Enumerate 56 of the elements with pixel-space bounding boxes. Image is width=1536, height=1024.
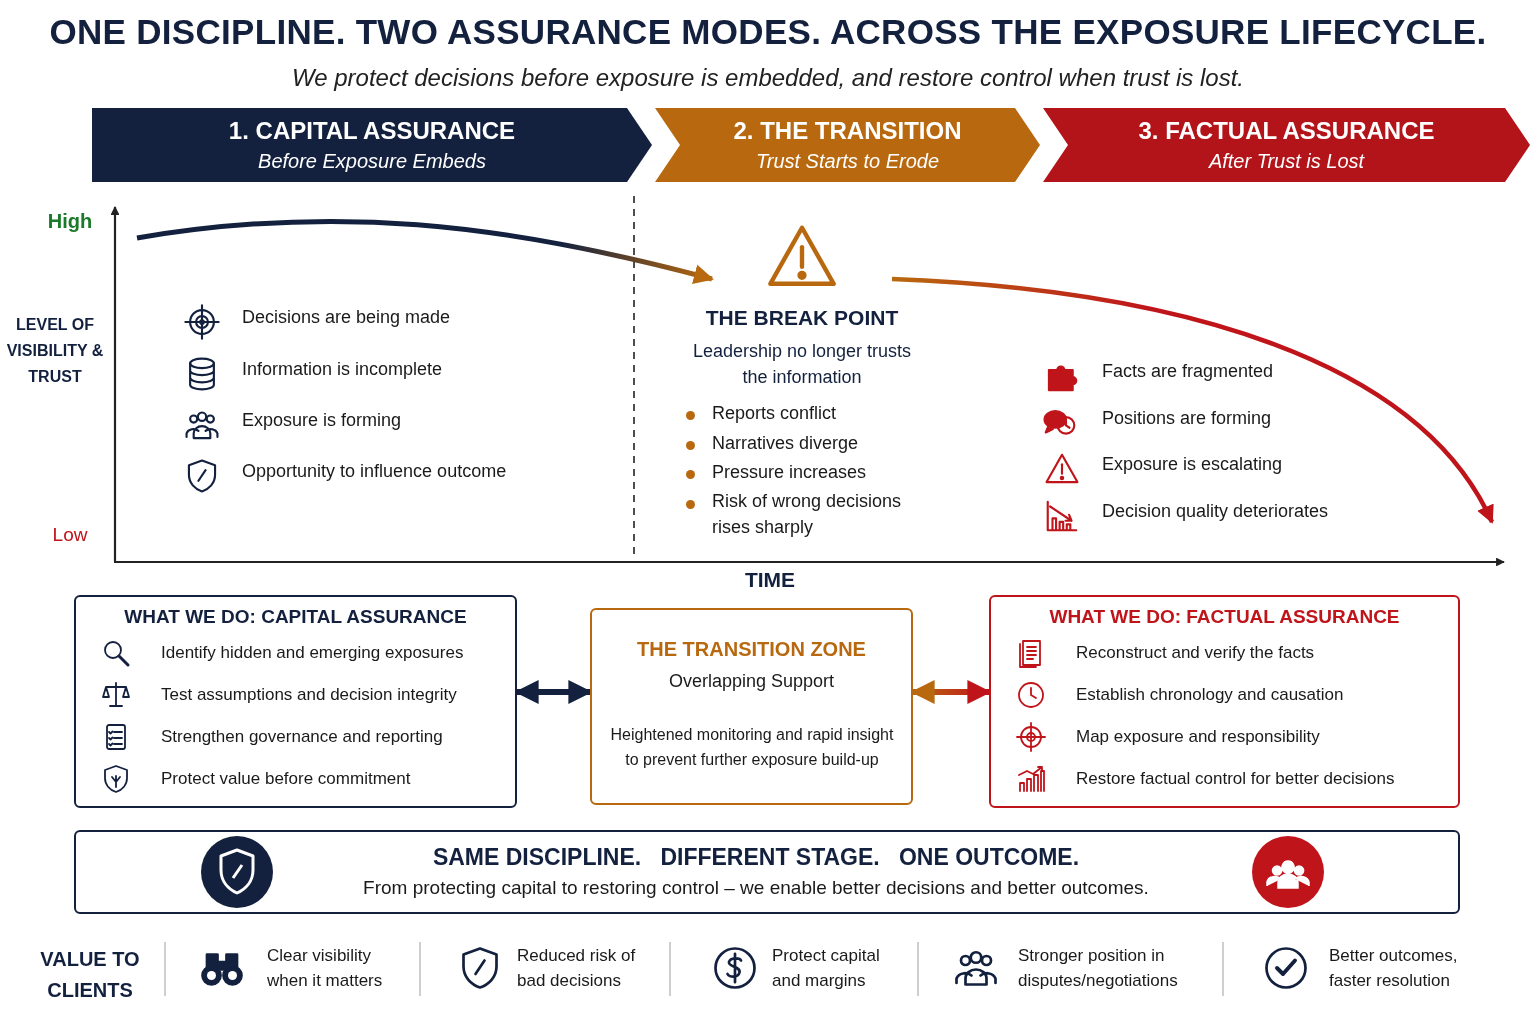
trend-arrow (136, 218, 714, 285)
panel-subheading: Overlapping Support (667, 671, 836, 692)
panel-heading: THE TRANSITION ZONE (636, 638, 867, 661)
phase-subtitle: Trust Starts to Erode (755, 150, 940, 173)
axis-title: TIME (743, 568, 797, 592)
list-item: Facts are fragmented (1102, 361, 1274, 382)
outcome-banner (74, 830, 1460, 914)
phase-banner (655, 108, 1040, 182)
list-item: Test assumptions and decision integrity (161, 685, 457, 705)
banner-text: From protecting capital to restoring control – we enable better decisions and better outcomes. (362, 877, 1150, 899)
list-item: Decision quality deteriorates (1102, 501, 1329, 522)
list-item: Map exposure and responsibility (1076, 727, 1320, 747)
panel-heading: WHAT WE DO: CAPITAL ASSURANCE (123, 606, 468, 628)
panel-heading: WHAT WE DO: FACTUAL ASSURANCE (1048, 606, 1401, 628)
phase-banner (92, 108, 652, 182)
list-item: Decisions are being made (242, 307, 451, 328)
list-item: Pressure increases (712, 462, 867, 483)
subtitle: We protect decisions before exposure is embedded, and restore control when trust is lost. (290, 64, 1246, 92)
list-item: Narratives diverge (712, 433, 859, 454)
panel-text: Heightened monitoring and rapid insight to prevent further exposure build-up (609, 725, 895, 770)
list-item: Opportunity to influence outcome (242, 461, 507, 482)
phase-title: 3. FACTUAL ASSURANCE (1137, 117, 1436, 145)
list-item: Clear visibility when it matters (267, 945, 384, 992)
axis-title: LEVEL OF VISIBILITY & TRUST (5, 315, 105, 387)
list-item: Reduced risk of bad decisions (517, 945, 637, 992)
list-item: Information is incomplete (242, 359, 443, 380)
list-item: Better outcomes, faster resolution (1329, 945, 1459, 992)
list-item: Positions are forming (1102, 408, 1272, 429)
list-item: Protect capital and margins (772, 945, 881, 992)
axis-label: Low (51, 524, 89, 546)
break-point-heading: THE BREAK POINT (704, 306, 900, 330)
service-panel (989, 595, 1460, 808)
list-item: Exposure is forming (242, 410, 402, 431)
break-point-text: Leadership no longer trusts the information (692, 340, 912, 389)
phase-title: 2. THE TRANSITION (732, 117, 963, 145)
phase-subtitle: Before Exposure Embeds (257, 150, 487, 173)
banner-heading: SAME DISCIPLINE. DIFFERENT STAGE. ONE OUTCOME. (431, 844, 1081, 871)
list-item: Restore factual control for better decisions (1076, 769, 1395, 789)
list-item: Reports conflict (712, 403, 837, 424)
list-item: Identify hidden and emerging exposures (161, 643, 464, 663)
phase-banner (1043, 108, 1530, 182)
list-item: Establish chronology and causation (1076, 685, 1344, 705)
list-item: Stronger position in disputes/negotiations (1018, 945, 1179, 992)
service-panel (74, 595, 517, 808)
transition-panel (590, 608, 913, 805)
phase-title: 1. CAPITAL ASSURANCE (227, 117, 517, 145)
row-heading: VALUE TO CLIENTS (39, 947, 141, 1003)
list-item: Exposure is escalating (1102, 454, 1283, 475)
list-item: Strengthen governance and reporting (161, 727, 443, 747)
title: ONE DISCIPLINE. TWO ASSURANCE MODES. ACROSS THE EXPOSURE LIFECYCLE. (48, 12, 1488, 52)
axis-label: High (46, 210, 94, 233)
list-item: Protect value before commitment (161, 769, 411, 789)
trend-arrow (891, 276, 1494, 524)
list-item: Risk of wrong decisions rises sharply (712, 490, 903, 539)
list-item: Reconstruct and verify the facts (1076, 643, 1315, 663)
phase-subtitle: After Trust is Lost (1207, 150, 1366, 173)
